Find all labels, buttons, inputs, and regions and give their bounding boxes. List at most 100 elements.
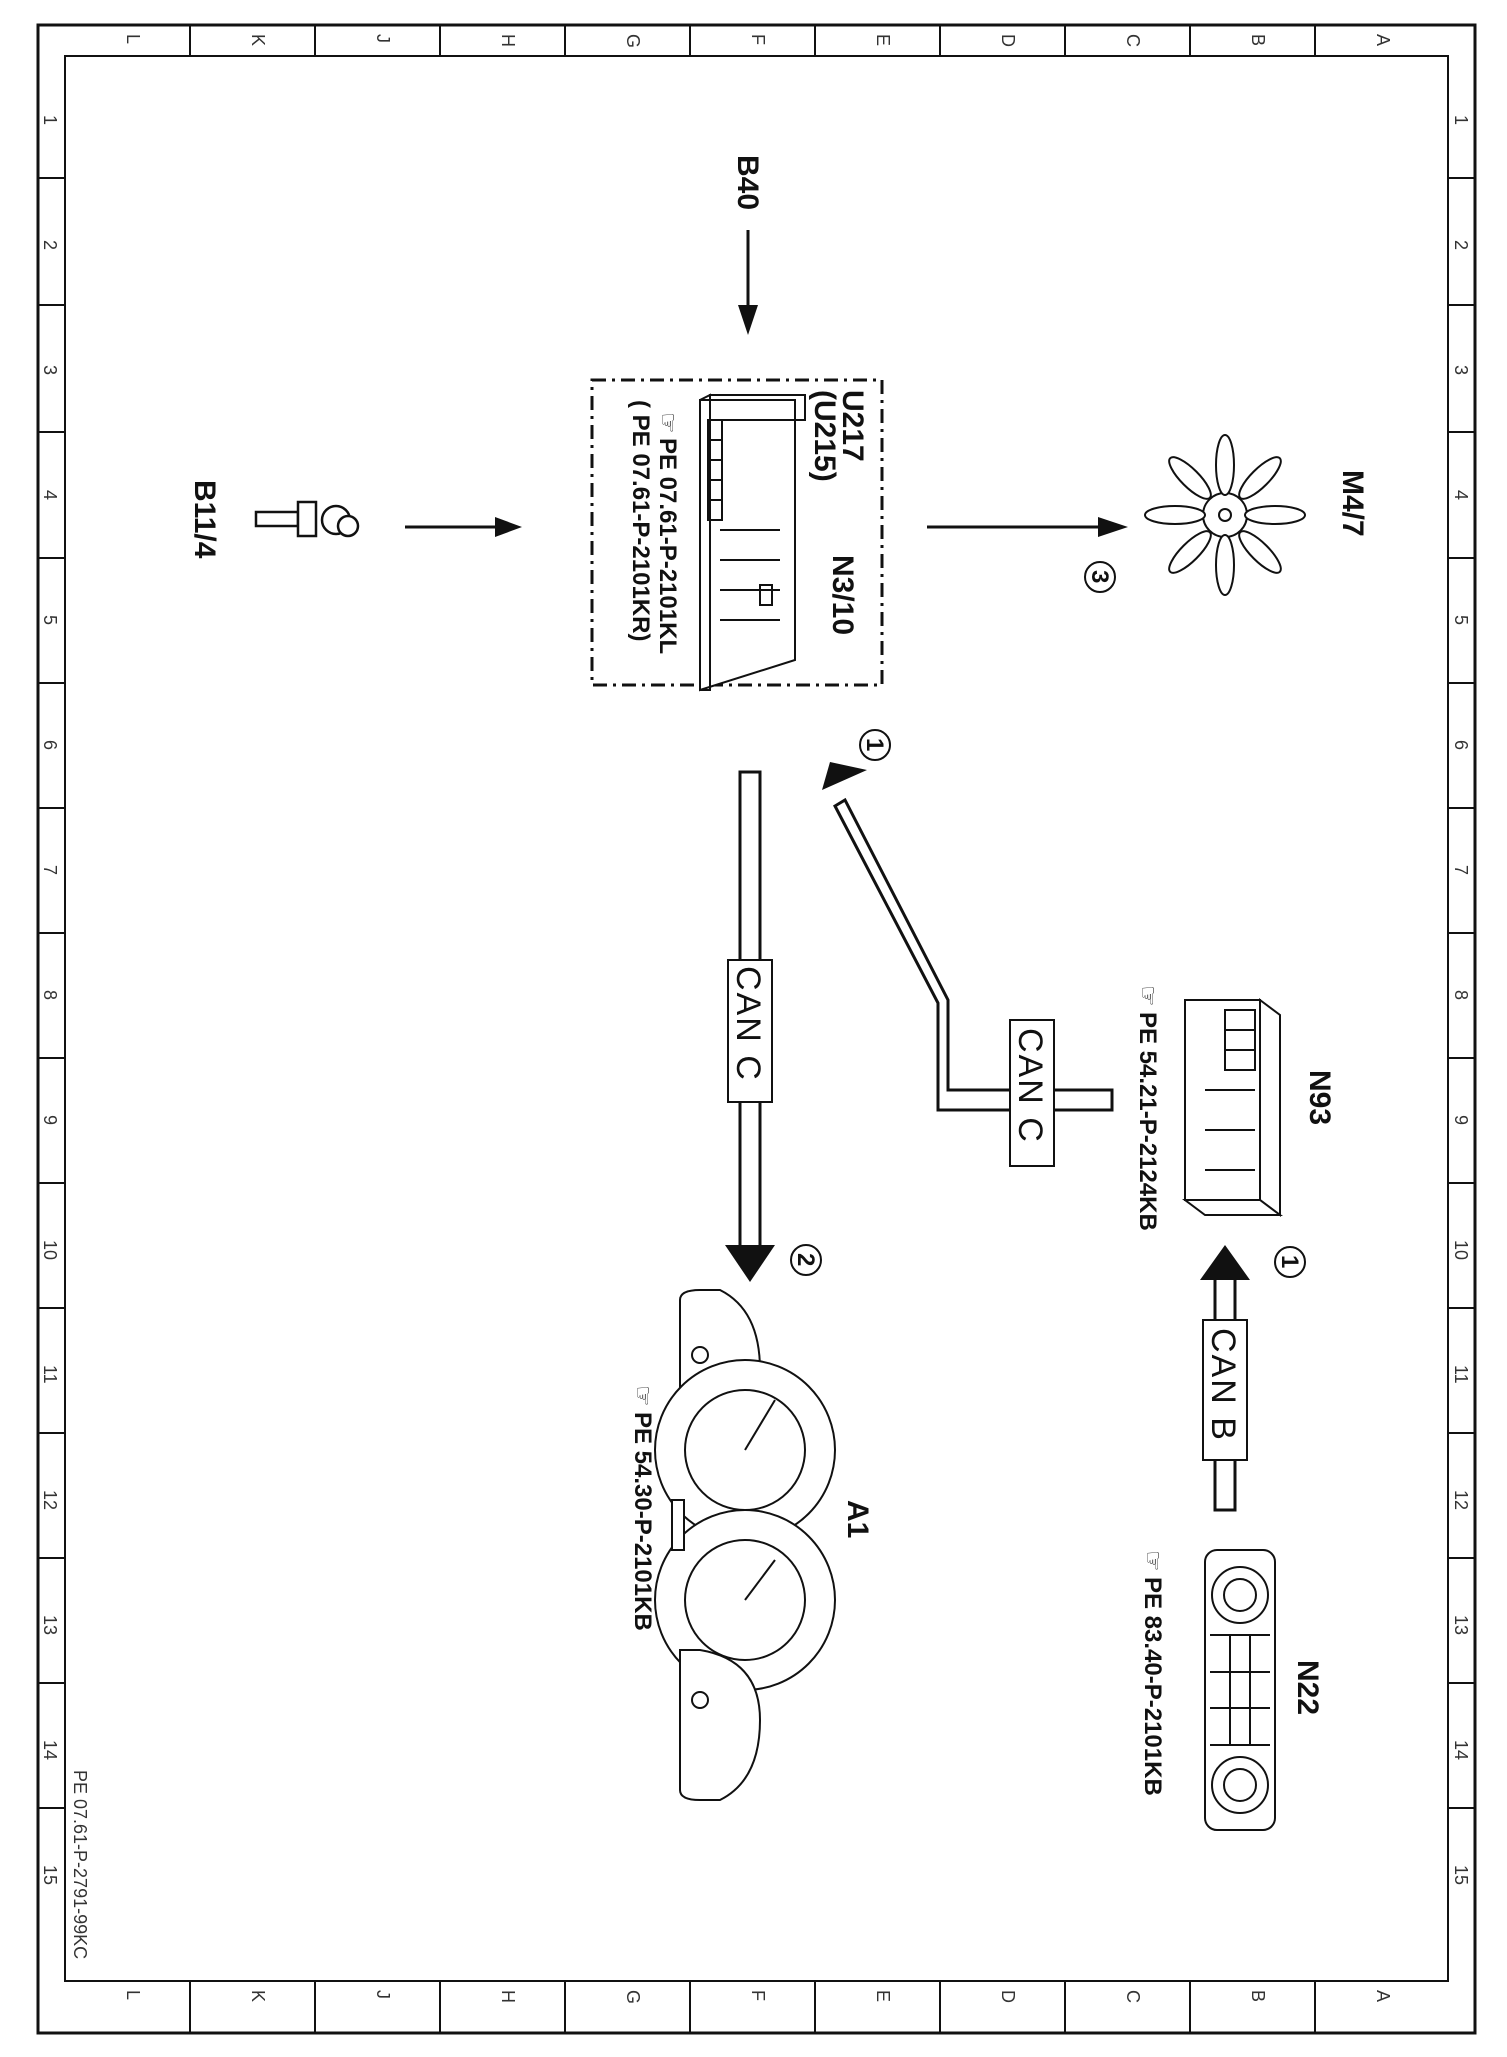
- grid-number-left-9: 9: [40, 1115, 60, 1125]
- marker-1-top: 1: [861, 738, 888, 751]
- bottom-grid-ticks: [189, 1981, 1316, 2033]
- n22-ref: PE 83.40-P-2101KB: [1139, 1577, 1166, 1796]
- n3-10-ref2: ( PE 07.61-P-2101KR): [627, 400, 654, 641]
- grid-number-left-8: 8: [40, 990, 60, 1000]
- grid-letter-bottom-F: F: [748, 1990, 768, 2001]
- grid-number-right-7: 7: [1451, 865, 1471, 875]
- marker-2: 2: [792, 1253, 819, 1266]
- grid-letter-top-B: B: [1248, 34, 1268, 46]
- grid-letter-top-H: H: [498, 34, 518, 47]
- grid-number-left-4: 4: [40, 490, 60, 500]
- grid-number-right-3: 3: [1451, 365, 1471, 375]
- hand-icon: ☞: [654, 412, 681, 434]
- u215-label: (U215): [808, 390, 841, 482]
- grid-letter-bottom-A: A: [1373, 1990, 1393, 2002]
- grid-letter-bottom-J: J: [373, 1990, 393, 1999]
- grid-number-right-15: 15: [1451, 1865, 1471, 1885]
- grid-letter-top-G: G: [623, 34, 643, 48]
- n93-label: N93: [1303, 1070, 1336, 1125]
- grid-letter-bottom-D: D: [998, 1990, 1018, 2003]
- n22-hand-icon: ☞: [1139, 1550, 1166, 1572]
- grid-number-right-12: 12: [1451, 1490, 1471, 1510]
- m4-7-label: M4/7: [1336, 470, 1369, 537]
- outer-frame: [36, 23, 1477, 2035]
- grid-letter-bottom-E: E: [873, 1990, 893, 2002]
- grid-number-right-10: 10: [1451, 1240, 1471, 1260]
- a1-hand-icon: ☞: [629, 1385, 656, 1407]
- grid-letter-top-E: E: [873, 34, 893, 46]
- b11-4-sensor-icon: [254, 500, 360, 538]
- n3-10-ref1: PE 07.61-P-2101KL: [654, 438, 681, 654]
- grid-number-right-5: 5: [1451, 615, 1471, 625]
- grid-number-left-15: 15: [40, 1865, 60, 1885]
- can-c-branch-label: CAN C: [1011, 1028, 1049, 1144]
- b40-arrowhead: [738, 305, 758, 335]
- a1-label: A1: [841, 1500, 874, 1538]
- grid-number-right-13: 13: [1451, 1615, 1471, 1635]
- b11-4-label: B11/4: [188, 480, 221, 559]
- marker-1-top-circle: [859, 729, 891, 761]
- n22-control-panel-icon: [1204, 1549, 1276, 1831]
- document-id: PE 07.61-P-2791-99KC: [70, 1770, 90, 1959]
- can-b-arrowhead: [1200, 1245, 1250, 1280]
- a1-ref: PE 54.30-P-2101KB: [629, 1412, 656, 1631]
- can-c-trunk-arrowhead: [725, 1245, 775, 1282]
- n93-hand-icon: ☞: [1134, 985, 1161, 1007]
- m4-7-fan-icon: [1144, 434, 1306, 596]
- grid-letter-bottom-L: L: [123, 1990, 143, 2000]
- right-grid-ticks: [1448, 177, 1475, 1809]
- grid-number-left-12: 12: [40, 1490, 60, 1510]
- grid-letter-top-K: K: [248, 34, 268, 46]
- grid-number-right-1: 1: [1451, 115, 1471, 125]
- can-b-label-box: [1202, 1319, 1248, 1461]
- grid-number-left-2: 2: [40, 240, 60, 250]
- left-grid-ticks: [38, 177, 65, 1809]
- marker-2-circle: [790, 1244, 822, 1276]
- n3-10-label: N3/10: [826, 555, 859, 635]
- grid-letter-bottom-C: C: [1123, 1990, 1143, 2003]
- grid-number-left-1: 1: [40, 115, 60, 125]
- grid-number-left-13: 13: [40, 1615, 60, 1635]
- grid-letter-bottom-K: K: [248, 1990, 268, 2002]
- grid-letter-top-F: F: [748, 34, 768, 45]
- u217-label: U217: [836, 390, 869, 462]
- b40-label: B40: [731, 155, 764, 210]
- can-c-trunk-label-box: [727, 959, 773, 1103]
- top-grid-ticks: [189, 25, 1316, 56]
- grid-letter-top-L: L: [123, 34, 143, 44]
- marker-3: 3: [1086, 570, 1113, 583]
- grid-number-left-10: 10: [40, 1240, 60, 1260]
- grid-number-right-11: 11: [1451, 1365, 1471, 1384]
- grid-letter-top-C: C: [1123, 34, 1143, 47]
- grid-number-right-4: 4: [1451, 490, 1471, 500]
- can-c-branch-arrowhead: [822, 762, 867, 790]
- can-c-trunk-label: CAN C: [729, 966, 767, 1082]
- grid-number-left-6: 6: [40, 740, 60, 750]
- n93-module-icon: [1182, 998, 1283, 1217]
- can-c-branch-bus: [833, 797, 1114, 1112]
- marker-1-bottom-circle: [1274, 1246, 1306, 1278]
- grid-number-left-14: 14: [40, 1740, 60, 1760]
- grid-letter-bottom-B: B: [1248, 1990, 1268, 2002]
- inner-frame: [64, 55, 1449, 1982]
- n22-label: N22: [1291, 1660, 1324, 1715]
- a1-instrument-cluster-icon: [654, 1289, 836, 1801]
- can-b-label: CAN B: [1204, 1328, 1242, 1442]
- n3-10-boundary: [590, 378, 884, 687]
- b11-4-arrowhead: [495, 517, 522, 537]
- grid-number-right-9: 9: [1451, 1115, 1471, 1125]
- marker-1-bottom: 1: [1276, 1255, 1303, 1268]
- grid-number-left-5: 5: [40, 615, 60, 625]
- grid-letter-top-A: A: [1373, 34, 1393, 46]
- grid-number-left-11: 11: [40, 1365, 60, 1384]
- grid-letter-bottom-H: H: [498, 1990, 518, 2003]
- grid-letter-bottom-G: G: [623, 1990, 643, 2004]
- grid-letter-top-J: J: [373, 34, 393, 43]
- marker-3-circle: [1084, 561, 1116, 593]
- n93-ref: PE 54.21-P-2124KB: [1134, 1012, 1161, 1231]
